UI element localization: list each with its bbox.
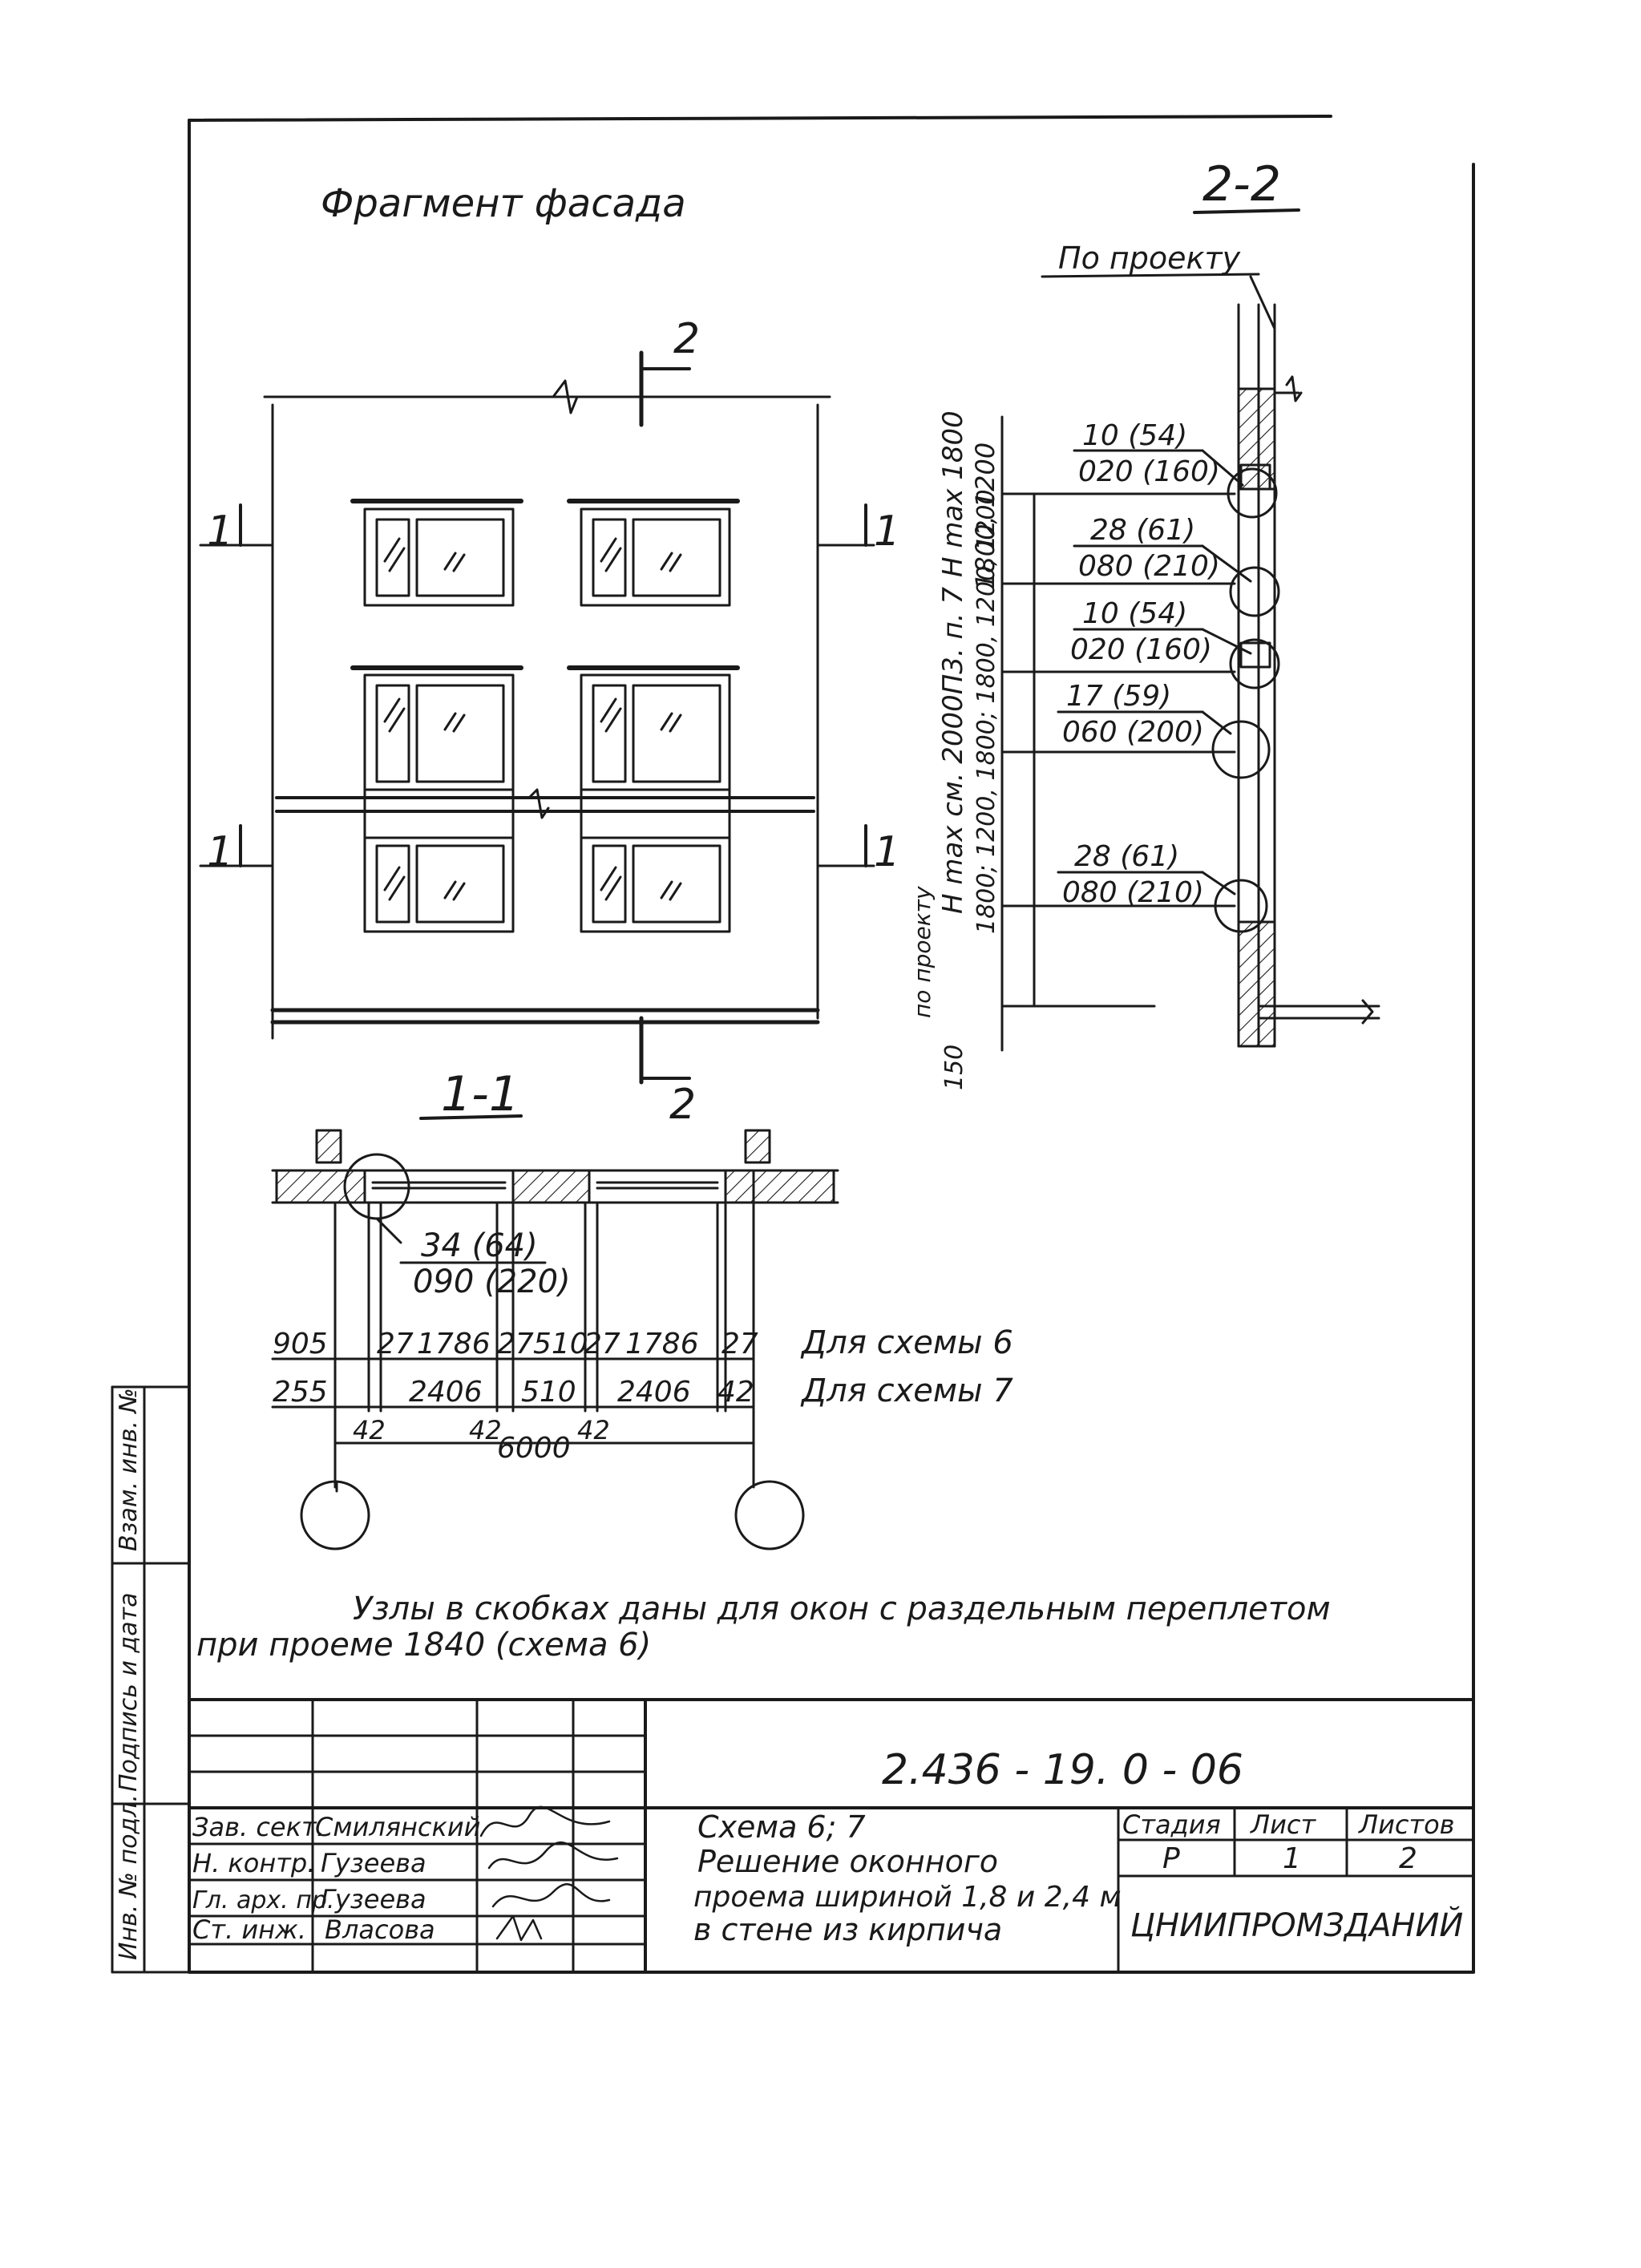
- svg-text:2406: 2406: [617, 1376, 691, 1409]
- vertical-label-hmax-main: H max см. 2000П3. п. 7: [937, 587, 969, 914]
- svg-text:10 (54): 10 (54): [1082, 597, 1187, 630]
- svg-text:080 (210): 080 (210): [1078, 550, 1220, 583]
- svg-text:при проеме 1840 (схема 6): при проеме 1840 (схема 6): [196, 1627, 651, 1664]
- svg-text:28 (61): 28 (61): [1090, 514, 1195, 547]
- svg-text:27: 27: [721, 1328, 758, 1360]
- svg-text:6000: 6000: [497, 1432, 571, 1465]
- cut-mark-upper-left: 1: [207, 507, 233, 556]
- svg-text:Гузеева: Гузеева: [321, 1884, 426, 1914]
- sheets-value: 2: [1399, 1842, 1417, 1875]
- svg-text:Для схемы 7: Для схемы 7: [800, 1373, 1013, 1409]
- svg-text:27: 27: [497, 1328, 534, 1360]
- dimension-row-bottom: 42 42 6000 42: [353, 1415, 610, 1465]
- vertical-label-by-project: по проекту: [909, 886, 936, 1018]
- svg-text:Н. контр.: Н. контр.: [192, 1848, 315, 1878]
- svg-text:Гузеева: Гузеева: [321, 1848, 426, 1878]
- svg-text:Для схемы 6: Для схемы 6: [800, 1324, 1013, 1361]
- svg-text:1786: 1786: [625, 1328, 699, 1360]
- svg-text:1786: 1786: [417, 1328, 491, 1360]
- svg-text:Смилянский: Смилянский: [315, 1812, 480, 1842]
- facade-title: Фрагмент фасада: [321, 181, 686, 226]
- svg-text:42: 42: [469, 1415, 502, 1445]
- svg-text:17 (59): 17 (59): [1066, 680, 1171, 713]
- side-stamp-signature-date: Подпись и дата: [115, 1593, 143, 1793]
- vertical-label-dims-top: 1800, 1200: [970, 443, 1000, 589]
- cut-mark-lower-left: 1: [207, 828, 233, 876]
- vertical-label-dims-main: 1800; 1200, 1800; 1800, 1200, 1200: [972, 489, 1000, 934]
- svg-text:255: 255: [273, 1376, 328, 1409]
- side-stamp-replaced-inv: Взам. инв. №: [115, 1388, 143, 1551]
- node-callout-5: 28 (61) 080 (210): [1062, 840, 1204, 909]
- svg-text:42: 42: [353, 1415, 386, 1445]
- section-2-2-title: 2-2: [1202, 156, 1281, 212]
- svg-text:27: 27: [377, 1328, 414, 1360]
- svg-text:Схема 6; 7: Схема 6; 7: [697, 1809, 866, 1845]
- title-block-grid: [188, 1698, 1475, 1974]
- node-callout-3: 10 (54) 020 (160): [1070, 597, 1212, 666]
- cut-mark-upper-right: 1: [874, 507, 900, 556]
- document-code: 2.436 - 19. 0 - 06: [882, 1746, 1243, 1794]
- svg-text:060 (200): 060 (200): [1062, 716, 1204, 749]
- svg-text:42: 42: [717, 1376, 754, 1409]
- vertical-label-bottom-dim: 150: [940, 1045, 968, 1090]
- section-1-1-callout: 34 (64) 090 (220): [399, 1227, 571, 1300]
- svg-text:2406: 2406: [409, 1376, 483, 1409]
- svg-text:27: 27: [584, 1328, 620, 1360]
- sheet-header: Лист: [1250, 1809, 1316, 1840]
- section-2-2-underline: [1193, 208, 1300, 214]
- title-block-people: Зав. сект. Смилянский Н. контр. Гузеева …: [192, 1812, 480, 1945]
- stage-header: Стадия: [1122, 1809, 1221, 1840]
- svg-text:510: 510: [533, 1328, 588, 1360]
- svg-text:10 (54): 10 (54): [1082, 419, 1187, 452]
- svg-text:020 (160): 020 (160): [1078, 455, 1220, 488]
- svg-text:Решение оконного: Решение оконного: [697, 1844, 998, 1879]
- note-leader: [1249, 275, 1276, 330]
- note-underline: [1041, 273, 1260, 278]
- cut-mark-lower-right: 1: [874, 828, 900, 876]
- section-label-2-bottom: 2: [669, 1081, 696, 1129]
- svg-text:Ст. инж.: Ст. инж.: [192, 1914, 306, 1945]
- title-block-description: Схема 6; 7 Решение оконного проема ширин…: [693, 1809, 1122, 1947]
- stage-value: Р: [1162, 1842, 1180, 1875]
- node-callout-1: 10 (54) 020 (160): [1078, 419, 1220, 488]
- node-callout-2: 28 (61) 080 (210): [1078, 514, 1220, 583]
- dimension-row-scheme-7: 255 2406 510 2406 42 Для схемы 7: [273, 1373, 1013, 1409]
- section-1-1-plan: [271, 1129, 839, 1550]
- svg-text:в стене из кирпича: в стене из кирпича: [693, 1912, 1002, 1947]
- vertical-label-hmax-top: H max 1800: [937, 410, 969, 577]
- sheets-header: Листов: [1358, 1809, 1455, 1840]
- signatures: [479, 1805, 619, 1942]
- svg-text:510: 510: [521, 1376, 576, 1409]
- sheet-value: 1: [1283, 1842, 1301, 1875]
- section-2-2-wall: [1000, 303, 1380, 1052]
- svg-text:проема шириной 1,8 и 2,4 м: проема шириной 1,8 и 2,4 м: [693, 1881, 1122, 1914]
- section-1-1-underline: [419, 1114, 523, 1120]
- general-note: Узлы в скобках даны для окон с раздельны…: [196, 1591, 1331, 1664]
- dimension-row-scheme-6: 905 27 1786 27 510 27 1786 27 Для схемы …: [273, 1324, 1013, 1361]
- svg-text:Власова: Власова: [325, 1914, 435, 1945]
- section-1-1-title: 1-1: [441, 1066, 519, 1122]
- svg-text:28 (61): 28 (61): [1074, 840, 1179, 873]
- svg-text:Узлы в скобках даны для о: Узлы в скобках даны для окон с раздельны…: [353, 1591, 1331, 1627]
- svg-text:42: 42: [577, 1415, 610, 1445]
- svg-text:Гл. арх. пр.: Гл. арх. пр.: [192, 1886, 334, 1914]
- sheet-frame: [188, 115, 1475, 1974]
- svg-text:905: 905: [273, 1328, 328, 1360]
- organization-name: ЦНИИПРОМЗДАНИЙ: [1130, 1906, 1463, 1944]
- section-2-2-note: По проекту: [1058, 241, 1241, 276]
- node-callout-4: 17 (59) 060 (200): [1062, 680, 1204, 749]
- side-stamp-orig-inv: Инв. № подл.: [115, 1794, 143, 1960]
- facade-fragment: [199, 350, 875, 1085]
- side-stamp: [111, 1385, 191, 1974]
- svg-text:020 (160): 020 (160): [1070, 633, 1212, 666]
- svg-text:34 (64): 34 (64): [421, 1227, 538, 1264]
- svg-text:080 (210): 080 (210): [1062, 876, 1204, 909]
- section-label-2-top: 2: [673, 315, 700, 363]
- svg-text:Зав. сект.: Зав. сект.: [192, 1812, 325, 1842]
- svg-text:090 (220): 090 (220): [413, 1263, 571, 1300]
